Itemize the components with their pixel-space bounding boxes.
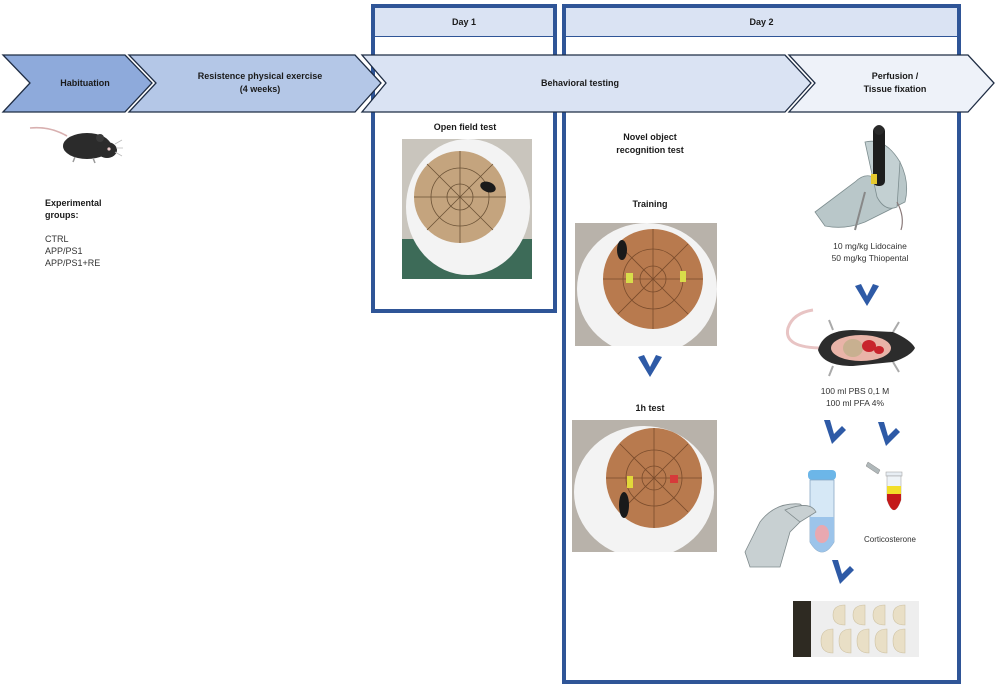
anesthesia-line1: 10 mg/kg Lidocaine (833, 241, 907, 251)
down-arrow-icon (878, 422, 900, 446)
day1-label: Day 1 (451, 17, 477, 27)
experimental-groups: Experimental groups: CTRL APP/PS1 APP/PS… (45, 197, 165, 269)
test-label: 1h test (635, 403, 665, 413)
down-arrow-icon (855, 284, 879, 306)
open-field-title: Open field test (433, 122, 497, 132)
group-item: CTRL (45, 234, 69, 244)
perfusion-line1: 100 ml PBS 0,1 M (820, 386, 890, 396)
group-item: APP/PS1 (45, 246, 83, 256)
day1-header: Day 1 (375, 8, 553, 37)
test-photo (572, 420, 717, 552)
anesthesia-text: 10 mg/kg Lidocaine 50 mg/kg Thiopental (800, 240, 940, 264)
corticosterone-label: Corticosterone (863, 535, 917, 544)
blood-tube-icon (866, 461, 903, 511)
perfusion-text: 100 ml PBS 0,1 M 100 ml PFA 4% (790, 385, 920, 409)
down-arrow-icon (824, 420, 846, 444)
groups-title-line1: Experimental (45, 198, 102, 208)
stage-behavioral-chevron (360, 54, 812, 113)
stage-perfusion-line2: Tissue fixation (863, 84, 927, 94)
nor-title: Novel object recognition test (595, 131, 705, 157)
stage-behavioral-label: Behavioral testing (540, 78, 620, 88)
day2-label: Day 2 (749, 17, 774, 27)
group-item: APP/PS1+RE (45, 258, 101, 268)
stage-habituation-chevron (1, 54, 153, 113)
brain-slices-slide (793, 601, 919, 657)
stage-perfusion-label: Perfusion / Tissue fixation (830, 70, 960, 96)
anesthesia-line2: 50 mg/kg Thiopental (831, 253, 909, 263)
open-field-photo (402, 139, 532, 279)
nor-title-line1: Novel object (623, 132, 677, 142)
stage-exercise-line1: Resistence physical exercise (197, 71, 323, 81)
stage-habituation-label: Habituation (60, 78, 110, 88)
stage-exercise-chevron (127, 54, 382, 113)
mouse-icon (29, 126, 123, 164)
dissected-mouse-illustration (785, 308, 915, 377)
injection-illustration (814, 125, 908, 231)
training-photo (575, 223, 717, 346)
day2-header: Day 2 (566, 8, 957, 37)
nor-title-line2: recognition test (616, 145, 684, 155)
stage-perfusion-line1: Perfusion / (871, 71, 919, 81)
timeline (1, 54, 995, 113)
training-label: Training (632, 199, 668, 209)
down-arrow-icon (638, 355, 662, 377)
stage-perfusion-chevron (787, 54, 995, 113)
stage-exercise-label: Resistence physical exercise (4 weeks) (160, 70, 360, 96)
down-arrow-icon (832, 560, 854, 584)
perfusion-line2: 100 ml PFA 4% (825, 398, 885, 408)
tissue-tube-illustration (744, 470, 836, 568)
groups-title-line2: groups: (45, 210, 79, 220)
stage-exercise-line2: (4 weeks) (239, 84, 281, 94)
